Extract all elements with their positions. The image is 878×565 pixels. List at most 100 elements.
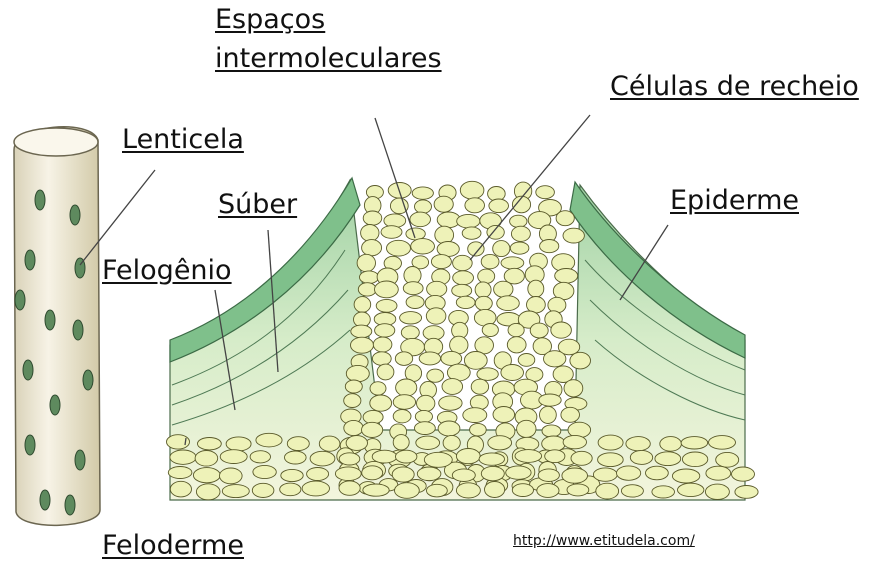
cortex-cell — [256, 433, 282, 447]
filling-cell — [442, 379, 463, 395]
cortex-cell — [682, 452, 707, 467]
filling-cell — [351, 325, 372, 338]
cortex-cell — [220, 450, 247, 464]
filling-cell — [530, 323, 548, 338]
filling-cell — [362, 240, 382, 256]
cortex-cell — [310, 451, 335, 466]
cortex-cell — [678, 483, 704, 496]
cortex-cell — [339, 453, 360, 465]
filling-cell — [358, 283, 376, 296]
filling-cell — [375, 281, 399, 298]
cortex-cell — [598, 453, 624, 467]
cortex-cell — [567, 484, 589, 496]
label-suber: Súber — [218, 190, 297, 220]
filling-cell — [410, 212, 431, 227]
filling-cell — [372, 352, 391, 366]
cortex-cell — [396, 450, 417, 463]
filling-cell — [463, 408, 487, 423]
filling-cell — [477, 368, 498, 381]
filling-cell — [370, 395, 392, 411]
cortex-cell — [479, 453, 504, 465]
cortex-cell — [538, 469, 559, 482]
filling-cell — [528, 280, 544, 297]
filling-cell — [563, 228, 584, 243]
filling-cell — [344, 394, 361, 408]
cortex-cell — [716, 452, 739, 467]
stem-lenticel — [45, 310, 55, 330]
label-felogenio: Felogênio — [102, 256, 232, 286]
filling-cell — [393, 395, 415, 410]
cortex-cell — [226, 437, 251, 451]
filling-cell — [346, 365, 369, 381]
filling-cell — [345, 380, 362, 393]
filling-cell — [381, 226, 402, 239]
filling-cell — [517, 420, 536, 437]
cortex-cell — [250, 451, 270, 463]
filling-cell — [453, 255, 473, 270]
cortex-cell — [515, 450, 542, 463]
filling-cell — [417, 395, 435, 411]
filling-cell — [375, 324, 395, 337]
filling-cell — [493, 407, 515, 423]
filling-cell — [415, 200, 432, 213]
filling-cell — [431, 255, 451, 269]
filling-cell — [354, 297, 371, 313]
cortex-cell — [427, 484, 448, 497]
filling-cell — [427, 369, 444, 382]
filling-cell — [510, 215, 527, 227]
filling-cell — [416, 436, 440, 449]
source-link[interactable]: http://www.etitudela.com/ — [513, 533, 695, 549]
filling-cell — [511, 226, 530, 241]
filling-cell — [377, 364, 394, 380]
filling-cell — [457, 214, 480, 228]
filling-cell — [536, 186, 555, 199]
filling-cell — [387, 240, 411, 256]
stem-lenticel — [15, 290, 25, 310]
filling-cell — [556, 211, 574, 226]
cortex-cell — [168, 467, 192, 479]
stem-lenticel — [70, 205, 80, 225]
cortex-cell — [193, 468, 220, 483]
filling-cell — [482, 324, 498, 337]
filling-cell — [351, 337, 374, 353]
filling-cell — [415, 422, 436, 435]
cortex-cell — [593, 468, 617, 481]
filling-cell — [426, 308, 446, 324]
filling-cell — [363, 410, 383, 423]
filling-cell — [435, 226, 454, 244]
filling-cell — [361, 225, 379, 242]
filling-cell — [564, 380, 583, 397]
filling-cell — [393, 410, 411, 423]
cortex-cell — [253, 465, 276, 478]
filling-cell — [544, 351, 566, 367]
cortex-cell — [170, 481, 191, 497]
filling-cell — [456, 296, 475, 308]
cortex-cell — [281, 469, 303, 481]
cortex-cell — [287, 437, 309, 451]
filling-cell — [481, 254, 499, 268]
filling-cell — [497, 296, 520, 311]
filling-cell — [563, 435, 586, 448]
filling-cell — [518, 354, 535, 367]
filling-cell — [460, 181, 484, 199]
filling-cell — [542, 425, 561, 437]
filling-cell — [412, 187, 433, 199]
cortex-cell — [485, 482, 505, 498]
filling-cell — [373, 337, 392, 352]
stem-lenticel — [25, 435, 35, 455]
cortex-cell — [735, 486, 758, 499]
filling-cell — [419, 352, 440, 365]
cortex-cell — [196, 484, 220, 500]
cortex-cell — [506, 466, 531, 479]
filling-cell — [465, 198, 485, 213]
cortex-cell — [596, 483, 619, 499]
cortex-cell — [372, 450, 397, 463]
filling-cell — [501, 257, 524, 269]
filling-cell — [406, 228, 425, 240]
cortex-cell — [417, 467, 441, 481]
filling-cell — [439, 396, 462, 410]
cortex-cell — [170, 450, 196, 464]
filling-cell — [344, 420, 363, 435]
cortex-cell — [617, 466, 641, 480]
filling-cell — [411, 239, 435, 254]
